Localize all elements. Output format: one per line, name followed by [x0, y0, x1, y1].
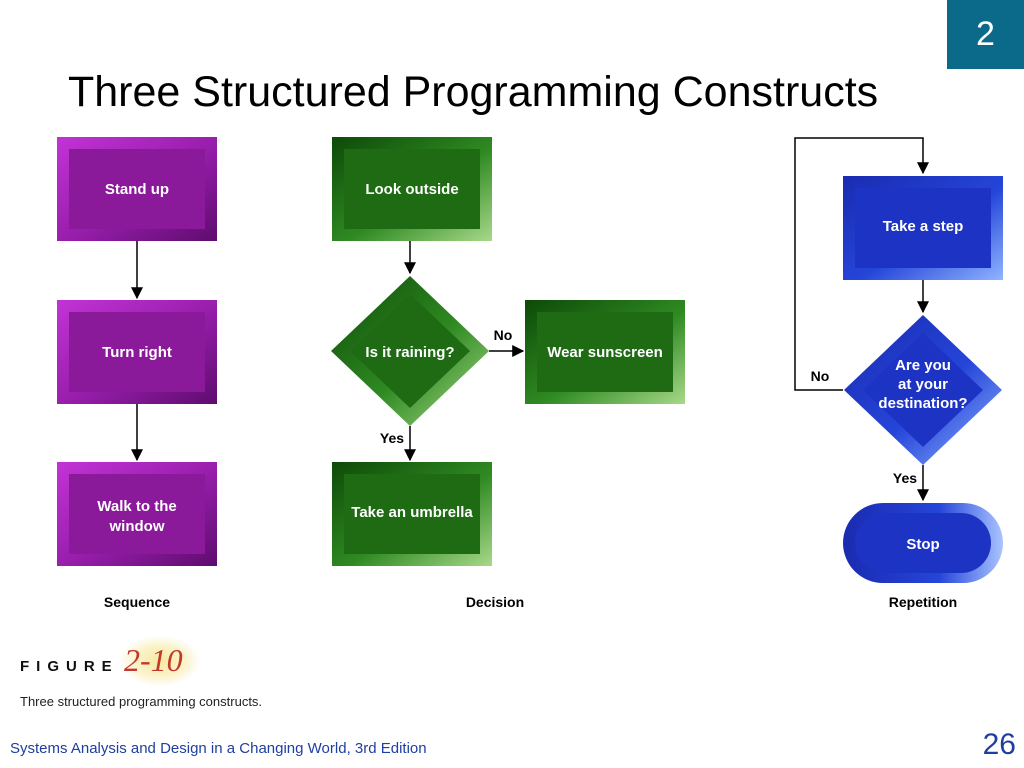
figure-word: FIGURE	[20, 658, 119, 675]
decision-yes-box: Take an umbrella	[332, 462, 492, 566]
slide-title: Three Structured Programming Constructs	[68, 68, 879, 116]
sequence-label: Sequence	[104, 594, 170, 610]
decision-question-text: Is it raining?	[365, 344, 454, 361]
repetition-diamond: Are you at your destination?	[844, 315, 1002, 465]
footer-text: Systems Analysis and Design in a Changin…	[10, 740, 427, 757]
decision-label: Decision	[466, 594, 524, 610]
figure-number-highlight	[120, 636, 200, 686]
figure-caption: Three structured programming constructs.	[20, 694, 263, 709]
page-number: 26	[982, 728, 1016, 761]
sequence-step-2-text: Turn right	[102, 344, 172, 361]
sequence-step-2: Turn right	[57, 300, 217, 404]
chapter-badge: 2	[947, 0, 1024, 69]
figure-number: 2-10	[124, 642, 183, 678]
decision-start-text: Look outside	[365, 181, 458, 198]
repetition-label: Repetition	[889, 594, 957, 610]
sequence-step-1-text: Stand up	[105, 181, 169, 198]
decision-yes-label: Yes	[380, 430, 404, 446]
repetition-question-line1: Are you	[895, 357, 951, 374]
repetition-step-text: Take a step	[883, 218, 964, 235]
decision-no-action-text: Wear sunscreen	[547, 344, 663, 361]
decision-yes-action-text: Take an umbrella	[351, 504, 473, 521]
repetition-stop-terminal: Stop	[843, 503, 1003, 583]
decision-no-label: No	[494, 327, 513, 343]
figure-caption-block: FIGURE 2-10 Three structured programming…	[20, 636, 320, 716]
repetition-yes-label: Yes	[893, 470, 917, 486]
decision-start-box: Look outside	[332, 137, 492, 241]
sequence-step-3-text-line2: window	[109, 518, 165, 535]
sequence-step-3-text-line1: Walk to the	[97, 498, 176, 515]
sequence-step-3: Walk to the window	[57, 462, 217, 566]
repetition-loop-back-arrow	[794, 137, 929, 391]
decision-no-box: Wear sunscreen	[525, 300, 685, 404]
repetition-step-box: Take a step	[843, 176, 1003, 280]
repetition-stop-text: Stop	[906, 536, 939, 553]
sequence-step-1: Stand up	[57, 137, 217, 241]
repetition-no-label: No	[811, 368, 830, 384]
repetition-question-line2: at your	[898, 376, 948, 393]
repetition-question-line3: destination?	[878, 395, 967, 412]
decision-diamond: Is it raining?	[331, 276, 489, 426]
